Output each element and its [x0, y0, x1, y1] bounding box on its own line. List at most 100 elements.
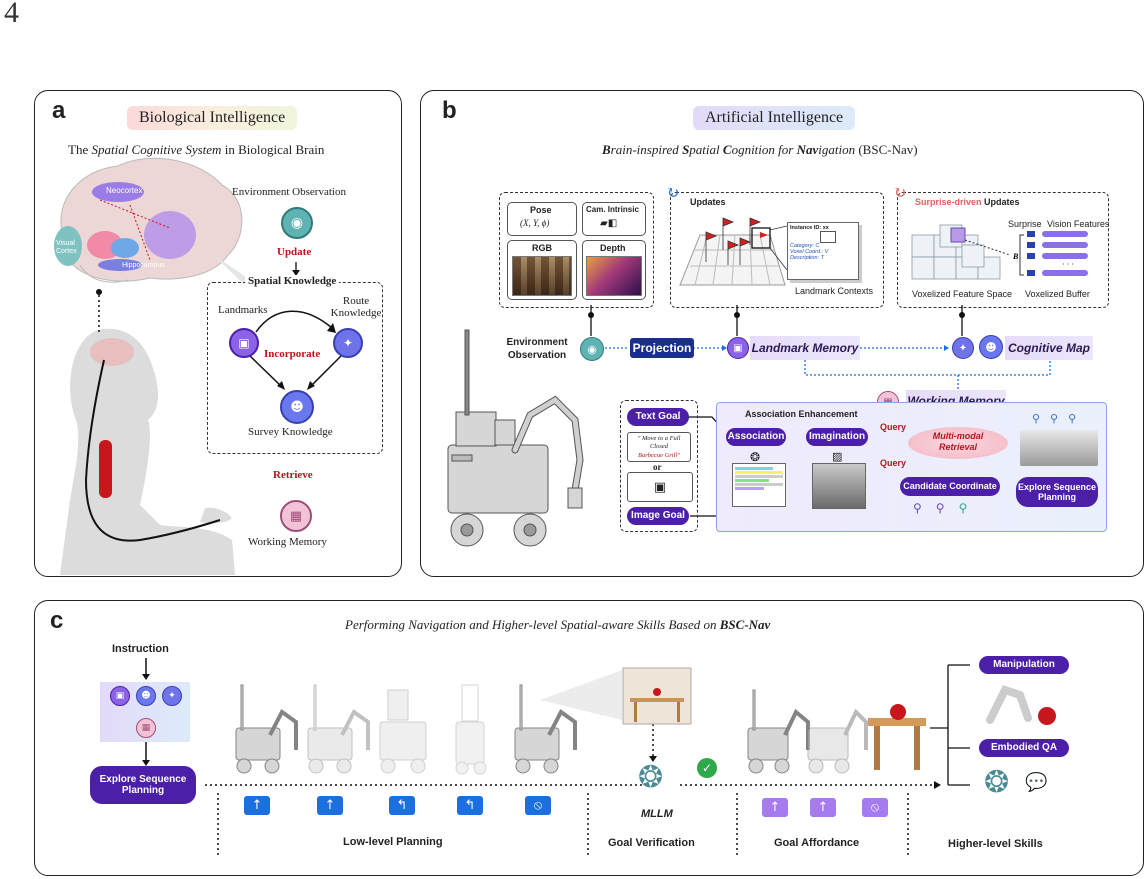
instruction-label: Instruction: [112, 643, 169, 655]
imagination-image-icon: ▨: [832, 451, 843, 463]
low-level-planning-label: Low-level Planning: [343, 836, 443, 848]
surprise-driven: Surprise-driven: [915, 197, 982, 207]
association-enhancement-label: Association Enhancement: [745, 409, 858, 419]
env-observation-label: Environment Observation: [496, 336, 578, 362]
cam-box: [582, 202, 646, 236]
panel-a-title: Biological Intelligence: [127, 106, 298, 130]
landmark-cube-icon: ▣: [229, 328, 259, 358]
sub-t1: rain-inspired: [610, 142, 683, 157]
embodied-qa-button[interactable]: Embodied QA: [979, 739, 1069, 757]
svg-text:B: B: [1012, 252, 1019, 261]
turn-left-icon: ↰: [457, 796, 483, 815]
sub-t2: patial: [689, 142, 723, 157]
quote-box: " Move to a Full Closed Barbecue Grill": [627, 432, 691, 462]
rgb-image: [512, 256, 572, 296]
landmarks-label: Landmarks: [218, 304, 268, 316]
brain-region-hippocampus: Hippocampus: [122, 262, 165, 269]
retrieve-label: Retrieve: [273, 469, 313, 481]
multimodal-retrieval: Multi-modal Retrieval: [908, 427, 1008, 459]
up-arrow-icon: ↑: [762, 798, 788, 817]
projection-button[interactable]: Projection: [630, 338, 694, 358]
route-label-2: Knowledge: [330, 307, 382, 319]
panel-c-title-bold: BSC-Nav: [719, 617, 771, 632]
survey-head-icon-b: ☻: [979, 335, 1003, 359]
mllm-label: MLLM: [641, 808, 673, 820]
route-knowledge-label: Route Knowledge: [330, 295, 382, 319]
landmark-contexts-label: Landmark Contexts: [795, 286, 874, 296]
text-goal-button[interactable]: Text Goal: [627, 408, 689, 426]
instance-description: Description: T: [790, 255, 824, 261]
manipulation-button[interactable]: Manipulation: [979, 656, 1069, 674]
instance-id: Instance ID: xx: [790, 225, 829, 231]
stop-icon: ⦸: [862, 798, 888, 817]
subtitle-plain: The: [68, 142, 92, 157]
survey-knowledge-label: Survey Knowledge: [248, 426, 333, 438]
environment-observation-label: Environment Observation: [232, 186, 346, 198]
panel-b-title: Artificial Intelligence: [693, 106, 856, 130]
explore-c-line-2: Planning: [121, 785, 165, 796]
working-memory-map-icon: ▦: [280, 500, 312, 532]
instance-category: Category: C: [790, 243, 820, 249]
qa-chat-icon: 💬: [1025, 772, 1048, 792]
goal-affordance-label: Goal Affordance: [774, 837, 860, 849]
pin-icons: ⚲⚲⚲: [913, 501, 982, 515]
route-label-1: Route: [342, 295, 370, 307]
env-obs-line-2: Observation: [507, 350, 567, 361]
explore-b-line-2: Planning: [1038, 492, 1076, 502]
qa-gpt-logo-icon: ❂: [984, 766, 1010, 799]
instance-voxel: Voxel Coord.: V: [790, 249, 829, 255]
turn-left-icon: ↰: [389, 796, 415, 815]
depth-image: [586, 256, 642, 296]
multimodal-line-2: Retrieval: [938, 441, 978, 452]
updates-box: [670, 192, 884, 308]
panel-c-title-plain: Performing Navigation and Higher-level S…: [345, 617, 720, 632]
multimodal-line-1: Multi-modal: [932, 431, 984, 441]
quote-line-1: " Move to a Full Closed: [637, 435, 681, 451]
svg-text:· · ·: · · ·: [1062, 260, 1074, 269]
association-button[interactable]: Association: [726, 428, 786, 446]
stop-icon: ⦸: [525, 796, 551, 815]
voxel-buffer-label: Voxelized Buffer: [1025, 289, 1090, 299]
sub-t5: (BSC-Nav): [855, 142, 918, 157]
association-text-card: [732, 463, 786, 507]
spatial-knowledge-label: Spatial Knowledge: [245, 275, 340, 287]
panel-c-letter: c: [50, 607, 64, 634]
pose-box: [507, 202, 577, 236]
brain-region-neocortex: Neocortex: [106, 186, 143, 195]
c-landmark-icon: ▣: [110, 686, 130, 706]
query-2-label: Query: [880, 458, 907, 468]
incorporate-label: Incorporate: [264, 348, 321, 360]
or-label: or: [653, 462, 662, 472]
pose-label: Pose: [530, 205, 552, 215]
up-arrow-icon: ↑: [317, 796, 343, 815]
up-arrow-icon: ↑: [244, 796, 270, 815]
env-obs-line-1: Environment: [506, 337, 568, 348]
working-memory-label: Working Memory: [248, 536, 327, 548]
depth-box: [582, 240, 646, 300]
image-goal-button[interactable]: Image Goal: [627, 507, 689, 525]
sub-b2: S: [682, 142, 690, 157]
imagination-button[interactable]: Imagination: [806, 428, 868, 446]
observation-box: [499, 192, 654, 308]
higher-level-skills-label: Higher-level Skills: [948, 838, 1043, 850]
surprise-column-label: Surprise: [1008, 219, 1042, 229]
panel-c-title: Performing Navigation and Higher-level S…: [345, 617, 770, 633]
env-eye-icon: ◉: [580, 337, 604, 361]
page-number: 4: [4, 0, 19, 29]
rgb-label: RGB: [532, 243, 552, 253]
sub-b4: Nav: [796, 142, 819, 157]
goal-verification-label: Goal Verification: [608, 837, 695, 849]
panel-b-letter: b: [442, 97, 457, 124]
grill-image: ▣: [627, 472, 693, 502]
mllm-logo-icon: ❂: [638, 761, 664, 794]
candidate-coordinate-button[interactable]: Candidate Coordinate: [900, 477, 1000, 496]
sub-t4: igation: [818, 142, 856, 157]
update-label: Update: [277, 246, 312, 258]
landmark-memory-label: Landmark Memory: [750, 336, 860, 360]
